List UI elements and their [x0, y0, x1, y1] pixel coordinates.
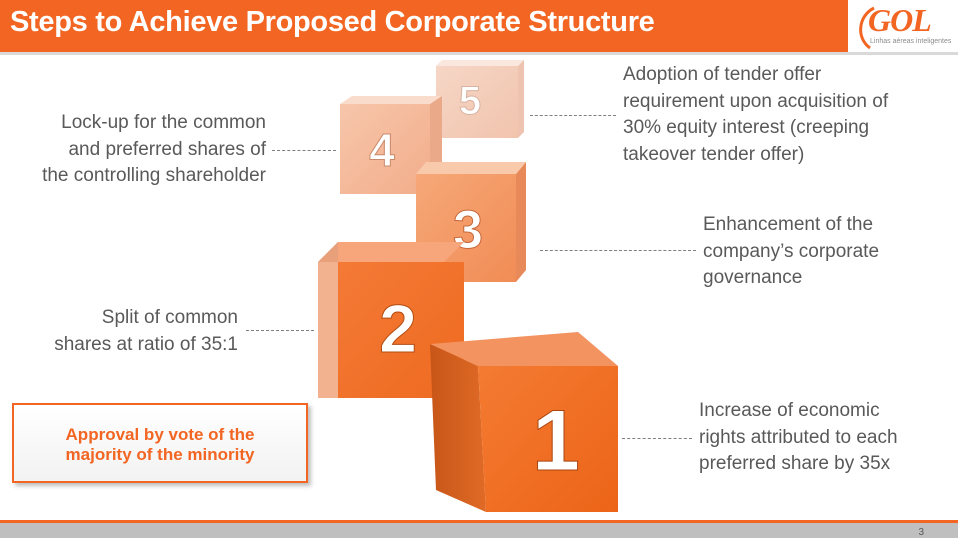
step-5-connector [530, 115, 616, 116]
logo-swoosh-icon [859, 6, 875, 50]
step-1-connector [622, 438, 692, 439]
step-2-connector [246, 330, 314, 331]
footer-bar [0, 523, 958, 538]
step-2-line: Split of common [101, 307, 238, 328]
step-2-line: shares at ratio of 35:1 [54, 333, 238, 355]
step-5-line: takeover tender offer) [623, 143, 805, 165]
logo-wordmark: GOL [868, 2, 932, 38]
step-1-line: preferred share by 35x [699, 453, 891, 474]
step-1-cube: 1 [430, 332, 618, 512]
step-4-description: Lock-up for the common and preferred sha… [4, 110, 266, 190]
step-5-line: 30% equity interest (creeping [623, 117, 870, 138]
step-2-number: 2 [379, 291, 417, 367]
page-number: 3 [918, 527, 924, 538]
step-4-line: the controlling shareholder [42, 165, 266, 186]
footer-accent-line [0, 520, 958, 523]
step-3-line: Enhancement of the [703, 214, 874, 235]
step-5-line: requirement upon acquisition of [623, 90, 889, 112]
approval-callout: Approval by vote of the majority of the … [12, 403, 308, 483]
step-5-number: 5 [459, 79, 481, 123]
step-1-line: Increase of economic [699, 400, 880, 421]
step-3-line: governance [703, 267, 803, 288]
step-4-connector [272, 150, 336, 151]
gol-logo: GOL Linhas aéreas inteligentes [848, 0, 958, 52]
approval-line-1: Approval by vote of the [65, 425, 255, 444]
step-4-line: Lock-up for the common [61, 112, 266, 133]
step-5-cube: 5 [436, 60, 524, 138]
step-4-line: and preferred shares of [68, 138, 266, 160]
approval-line-2: majority of the minority [65, 445, 255, 464]
step-5-description: Adoption of tender offer requirement upo… [623, 62, 953, 168]
step-3-connector [540, 250, 696, 251]
step-4-number: 4 [369, 124, 395, 176]
step-3-number: 3 [453, 200, 483, 260]
step-1-description: Increase of economic rights attributed t… [699, 398, 953, 478]
approval-text: Approval by vote of the majority of the … [14, 425, 306, 465]
step-3-line: company’s corporate [703, 240, 880, 262]
step-1-number: 1 [532, 393, 580, 489]
step-1-line: rights attributed to each [699, 426, 898, 448]
logo-tagline: Linhas aéreas inteligentes [870, 38, 952, 45]
step-3-description: Enhancement of the company’s corporate g… [703, 212, 953, 292]
step-2-description: Split of common shares at ratio of 35:1 [4, 305, 238, 358]
title-divider [0, 52, 958, 55]
title-bar: Steps to Achieve Proposed Corporate Stru… [0, 0, 958, 52]
page-title: Steps to Achieve Proposed Corporate Stru… [10, 6, 655, 38]
step-5-line: Adoption of tender offer [623, 64, 822, 85]
